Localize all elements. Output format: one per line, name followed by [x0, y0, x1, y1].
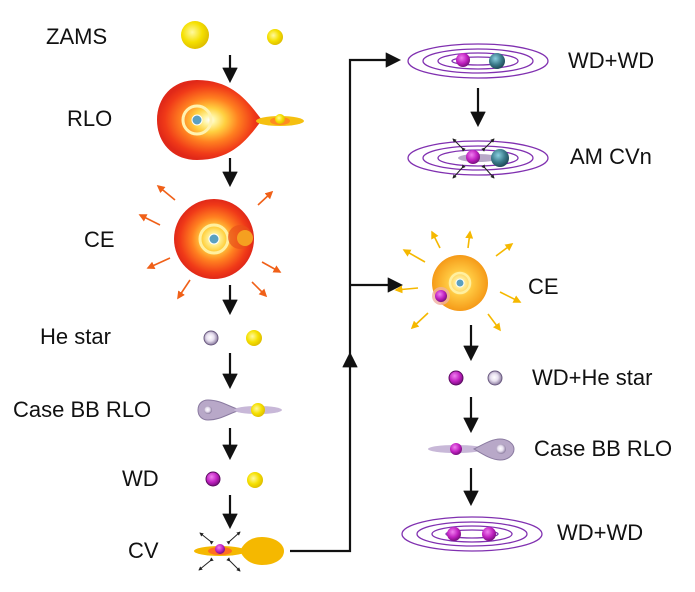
case-bb-rlo-left	[197, 399, 282, 421]
ce-right	[394, 230, 522, 332]
label-case-bb-rlo-right: Case BB RLO	[534, 436, 673, 461]
label-wd: WD	[122, 466, 159, 491]
right-flow-arrows	[463, 88, 486, 507]
zams-stars	[181, 21, 283, 49]
am-cvn-binary	[407, 138, 549, 179]
label-rlo: RLO	[67, 106, 113, 131]
label-cv: CV	[128, 538, 159, 563]
rlo-binary	[157, 80, 304, 160]
wd-wd-top-binary	[407, 43, 549, 79]
label-ce-right: CE	[528, 274, 559, 299]
branch-connector	[290, 52, 404, 553]
label-zams: ZAMS	[46, 24, 108, 49]
wd-he-star-binary	[448, 370, 503, 386]
label-case-bb-rlo-left: Case BB RLO	[13, 397, 152, 422]
cv-binary	[194, 531, 284, 572]
wd-binary-left	[205, 471, 263, 488]
he-star-binary	[203, 330, 262, 346]
label-wd-he-star: WD+He star	[532, 365, 653, 390]
label-wd-wd-bottom: WD+WD	[557, 520, 644, 545]
label-wd-wd-top: WD+WD	[568, 48, 655, 73]
label-ce-left: CE	[84, 227, 115, 252]
label-am-cvn: AM CVn	[570, 144, 652, 169]
label-he-star: He star	[40, 324, 111, 349]
ce-left	[138, 184, 282, 300]
case-bb-rlo-right	[428, 438, 515, 461]
wd-wd-bottom-binary	[401, 516, 543, 552]
